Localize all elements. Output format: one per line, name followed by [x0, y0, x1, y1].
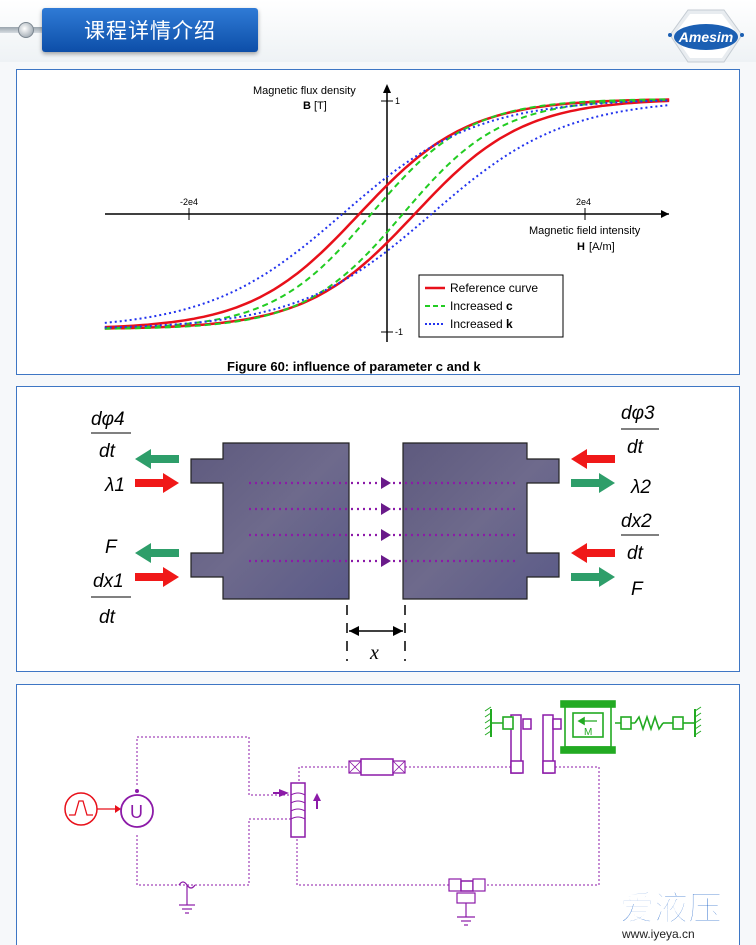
label-dt-right-bottom: dt	[627, 543, 644, 564]
y-axis-unit: [T]	[314, 100, 327, 112]
actuator-cores-icon	[510, 714, 562, 774]
x-axis-unit: [A/m]	[589, 241, 615, 253]
electromagnet-icon	[273, 782, 321, 838]
left-port-arrows	[135, 449, 179, 587]
mechanical-chain-icon: M	[484, 700, 702, 754]
left-magnetic-core	[190, 442, 350, 600]
iyeya-watermark: 爱液压 www.iyeya.cn	[620, 890, 723, 942]
label-force-left: F	[105, 537, 118, 558]
watermark-brand: 爱液压	[620, 890, 722, 928]
chart-legend: Reference curve Increased c Increased k	[418, 274, 564, 338]
label-dx2: dx2	[621, 511, 652, 532]
x-axis-symbol: H	[577, 241, 585, 253]
label-dt-left-top: dt	[99, 441, 116, 462]
magnetic-ground-icon	[448, 878, 486, 926]
voltage-source-icon: U	[120, 789, 154, 828]
right-port-arrows	[571, 449, 615, 587]
figure-caption: Figure 60: influence of parameter c and …	[227, 359, 481, 374]
electric-wires	[136, 736, 600, 886]
right-magnetic-core	[402, 442, 560, 600]
legend-entry-reference: Reference curve	[450, 281, 538, 295]
signal-source-icon	[64, 792, 121, 826]
arrow-in-red-icon	[571, 449, 615, 469]
legend-entry-k: Increased k	[450, 317, 513, 331]
increased-k-curve-down	[104, 99, 670, 324]
source-label: U	[130, 802, 143, 822]
schematic-panel: U	[16, 684, 740, 945]
arrow-in-red-icon	[571, 543, 615, 563]
arrow-out-green-icon	[135, 449, 179, 469]
hysteresis-curves	[104, 98, 670, 330]
tick-x-pos: 2e4	[576, 197, 591, 207]
tick-x-neg: -2e4	[180, 197, 198, 207]
label-dx1: dx1	[93, 571, 124, 592]
x-axis-arrow-icon	[661, 210, 669, 218]
flux-arrow-icons	[381, 477, 391, 567]
x-axis-label: Magnetic field intensity	[529, 225, 641, 237]
watermark-url: www.iyeya.cn	[621, 927, 695, 941]
label-dphi4: dφ4	[91, 409, 125, 430]
motor-label: M	[584, 727, 592, 738]
increased-c-curve-up	[104, 98, 670, 330]
y-axis-label: Magnetic flux density	[253, 85, 356, 97]
y-axis-symbol: B	[303, 100, 311, 112]
arrow-out-green-icon	[135, 543, 179, 563]
arrow-in-red-icon	[135, 567, 179, 587]
magnet-diagram: dφ4 dt λ1 F dx1 dt dφ3 dt λ2 dx2 dt F	[91, 403, 659, 664]
page-title: 课程详情介绍	[42, 8, 258, 52]
label-force-right: F	[631, 579, 644, 600]
logo-text: Amesim	[678, 29, 733, 45]
magnetic-resistor-icon	[348, 758, 406, 776]
gap-dimension: x	[346, 605, 406, 664]
label-dt-left-bottom: dt	[99, 607, 116, 628]
arrow-out-green-icon	[571, 473, 615, 493]
tick-y-neg: -1	[395, 327, 403, 337]
label-dt-right-top: dt	[627, 437, 644, 458]
ground-icon	[178, 881, 196, 914]
label-lambda2: λ2	[630, 477, 651, 498]
y-axis-arrow-icon	[383, 84, 391, 93]
label-dphi3: dφ3	[621, 403, 655, 424]
arrow-in-red-icon	[135, 473, 179, 493]
increased-c-curve-down	[104, 98, 670, 330]
hysteresis-chart: -2e4 2e4 1 -1 Magnetic flux density B [T…	[104, 84, 670, 374]
hysteresis-panel: -2e4 2e4 1 -1 Magnetic flux density B [T…	[16, 69, 740, 375]
legend-entry-c: Increased c	[450, 299, 513, 313]
arrow-out-green-icon	[571, 567, 615, 587]
magnet-panel: dφ4 dt λ1 F dx1 dt dφ3 dt λ2 dx2 dt F	[16, 386, 740, 672]
amesim-logo: Amesim	[668, 9, 744, 63]
amesim-schematic: U	[64, 700, 702, 926]
tick-y-pos: 1	[395, 96, 400, 106]
gap-label: x	[369, 642, 379, 664]
title-knob-icon	[18, 22, 34, 38]
label-lambda1: λ1	[104, 475, 125, 496]
